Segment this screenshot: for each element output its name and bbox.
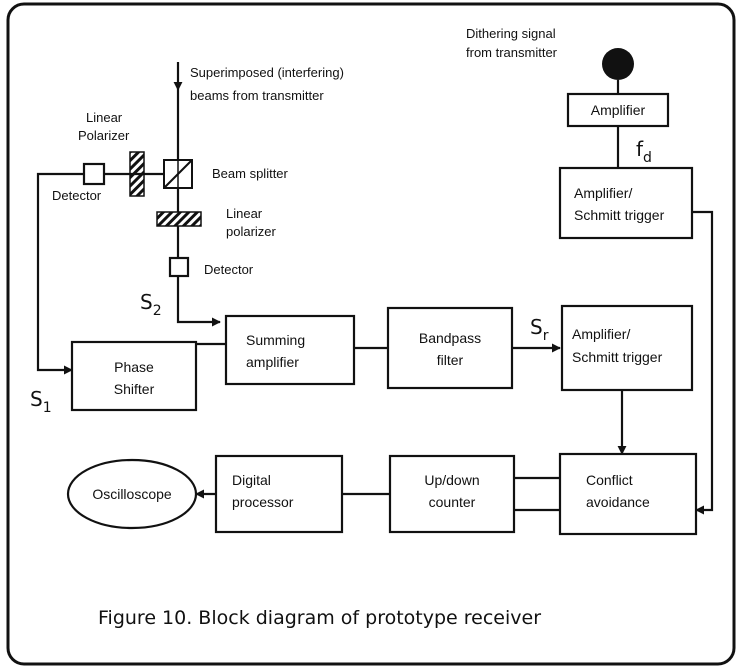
amplifier-schmitt-mid-block: Amplifier/ Schmitt trigger	[560, 304, 694, 392]
svg-text:Bandpass: Bandpass	[419, 330, 481, 346]
detector-bottom-label: Detector	[204, 262, 254, 277]
s1-wire	[36, 172, 84, 375]
fd-to-conflict-wire	[692, 210, 714, 515]
figure-caption: Figure 10. Block diagram of prototype re…	[98, 607, 541, 629]
svg-text:avoidance: avoidance	[586, 494, 650, 510]
dither-label-1: Dithering signal	[466, 26, 556, 41]
bandpass-filter-block: Bandpass filter	[386, 306, 514, 390]
svg-text:processor: processor	[232, 494, 294, 510]
summing-amplifier-block: Summing amplifier	[224, 314, 356, 386]
signal-s2: S2	[140, 290, 162, 319]
detector-left-label: Detector	[52, 188, 102, 203]
detector-bottom	[168, 256, 190, 278]
svg-text:Amplifier/: Amplifier/	[574, 185, 632, 201]
phase-shifter-block: Phase Shifter	[70, 340, 198, 412]
svg-text:Phase: Phase	[114, 359, 154, 375]
svg-text:Schmitt trigger: Schmitt trigger	[574, 207, 665, 223]
signal-fd: fd	[636, 137, 652, 166]
linear-polarizer-left-label-1: Linear	[86, 110, 123, 125]
s2-wire	[176, 276, 221, 327]
detector-left	[82, 162, 106, 186]
input-beams-label-2: beams from transmitter	[190, 88, 324, 103]
linear-polarizer-bottom	[156, 211, 202, 227]
svg-text:Amplifier/: Amplifier/	[572, 326, 630, 342]
oscilloscope-block: Oscilloscope	[66, 458, 198, 530]
svg-text:amplifier: amplifier	[246, 354, 299, 370]
linear-polarizer-left-label-2: Polarizer	[78, 128, 130, 143]
linear-polarizer-bottom-label-2: polarizer	[226, 224, 277, 239]
dither-source-dot	[602, 48, 634, 80]
svg-text:Up/down: Up/down	[424, 472, 479, 488]
svg-text:counter: counter	[429, 494, 476, 510]
beam-splitter-label: Beam splitter	[212, 166, 289, 181]
svg-text:Digital: Digital	[232, 472, 271, 488]
amplifier-schmitt-top-block: Amplifier/ Schmitt trigger	[558, 166, 694, 240]
figure-border	[6, 2, 736, 666]
beam-splitter	[163, 159, 193, 189]
svg-text:Oscilloscope: Oscilloscope	[92, 486, 172, 502]
dither-label-2: from transmitter	[466, 45, 558, 60]
svg-text:Schmitt trigger: Schmitt trigger	[572, 349, 663, 365]
digital-processor-block: Digital processor	[214, 454, 344, 534]
svg-text:Summing: Summing	[246, 332, 305, 348]
svg-text:Amplifier: Amplifier	[591, 102, 646, 118]
conflict-avoidance-block: Conflict avoidance	[558, 452, 698, 536]
svg-text:Shifter: Shifter	[114, 381, 155, 397]
svg-text:Conflict: Conflict	[586, 472, 633, 488]
input-beams-label-1: Superimposed (interfering)	[190, 65, 344, 80]
amplifier-block: Amplifier	[566, 92, 670, 128]
linear-polarizer-bottom-label-1: Linear	[226, 206, 263, 221]
signal-s1: S1	[30, 387, 52, 416]
svg-text:filter: filter	[437, 352, 464, 368]
signal-sr: Sr	[530, 315, 549, 344]
up-down-counter-block: Up/down counter	[388, 454, 516, 534]
